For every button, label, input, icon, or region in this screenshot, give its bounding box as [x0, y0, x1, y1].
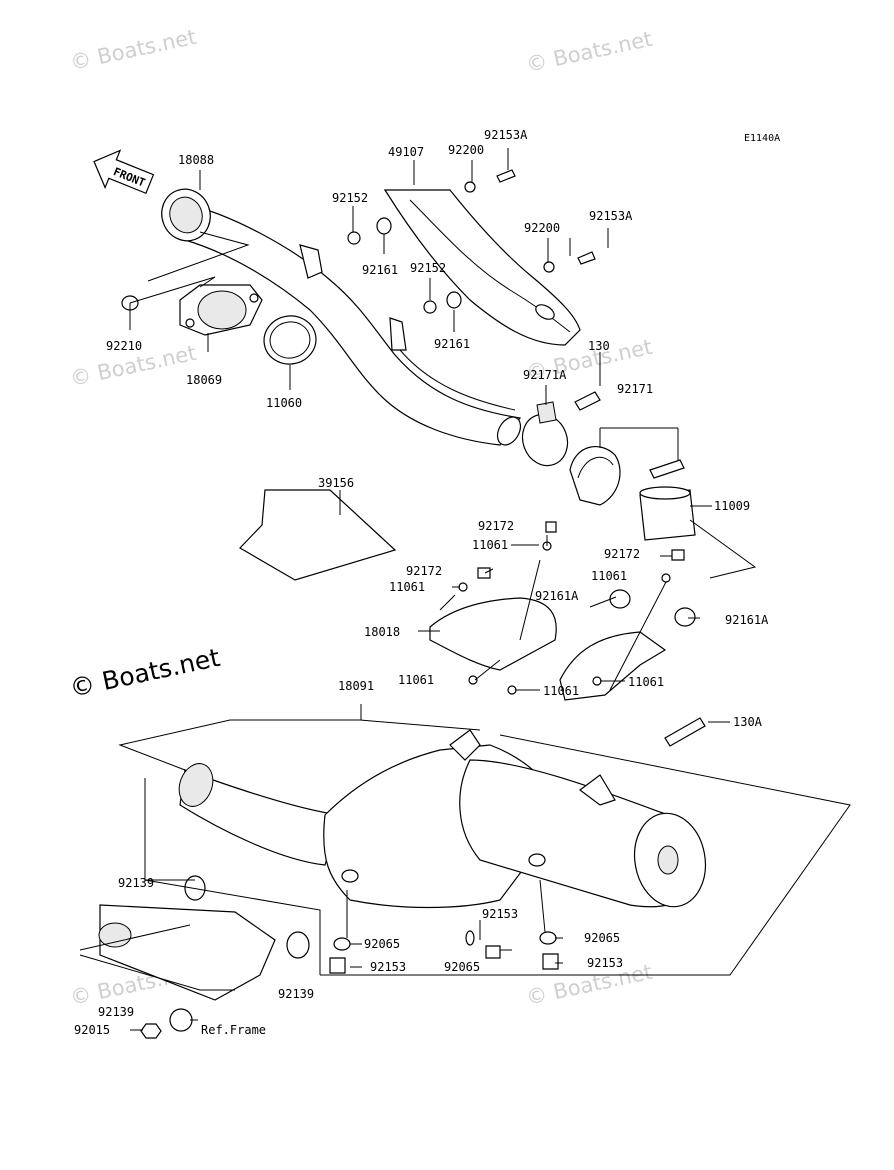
- label-11061: 11061: [543, 684, 579, 698]
- label-92152: 92152: [410, 261, 446, 275]
- clamp-92171A: [521, 401, 569, 467]
- label-11061: 11061: [628, 675, 664, 689]
- heat-cover-18018: [429, 597, 667, 701]
- label-92161: 92161: [434, 337, 470, 351]
- label-11060: 11060: [266, 396, 302, 410]
- label-11061: 11061: [398, 673, 434, 687]
- sheet-39156: [239, 489, 397, 581]
- label-92139: 92139: [98, 1005, 134, 1019]
- bolt-92172: [671, 549, 685, 561]
- grommet-92161: [446, 291, 462, 309]
- label-11061: 11061: [472, 538, 508, 552]
- label-92171A: 92171A: [523, 368, 567, 382]
- gasket-92065: [333, 937, 351, 951]
- gasket-92065: [539, 931, 557, 945]
- watermark: © Boats.net: [524, 27, 654, 77]
- gasket-11009: [639, 486, 696, 541]
- diagram-code: E1140A: [744, 133, 780, 144]
- exhaust-header-pipe: [184, 204, 522, 446]
- bolt-92172: [477, 567, 491, 579]
- damper-92139: [286, 931, 310, 959]
- label-18091: 18091: [338, 679, 374, 693]
- part-labels: 18088 49107 92200 92153A 92152 92161 922…: [74, 128, 769, 1037]
- nut-92015: [140, 1023, 162, 1039]
- washer-11061: [468, 675, 478, 685]
- leader-lines: [79, 148, 851, 1031]
- bolt-130: [574, 391, 601, 411]
- bolt-92171: [649, 459, 685, 479]
- label-18088: 18088: [178, 153, 214, 167]
- bolt-92153A: [577, 251, 596, 265]
- clamp-92171: [569, 446, 621, 506]
- label-92153: 92153: [370, 960, 406, 974]
- plug-92153: [329, 957, 346, 974]
- washer-11061: [458, 582, 468, 592]
- collar-92152: [423, 300, 437, 314]
- label-92139: 92139: [118, 876, 154, 890]
- plug-92153: [542, 953, 559, 970]
- label-92161A: 92161A: [535, 589, 579, 603]
- label-130A: 130A: [733, 715, 763, 729]
- frame-bracket: [98, 904, 276, 1001]
- label-18069: 18069: [186, 373, 222, 387]
- front-arrow-icon: FRONT: [93, 149, 155, 195]
- label-11061: 11061: [591, 569, 627, 583]
- bolt-130A: [664, 717, 706, 747]
- label-39156: 39156: [318, 476, 354, 490]
- label-92172: 92172: [406, 564, 442, 578]
- ref-frame-label: Ref.Frame: [201, 1023, 266, 1037]
- heat-guard-49107: [383, 189, 581, 346]
- washer-92200: [543, 261, 555, 273]
- washer-11061: [592, 676, 602, 686]
- pipe-joint-18088: [161, 188, 211, 242]
- label-92161: 92161: [362, 263, 398, 277]
- label-92015: 92015: [74, 1023, 110, 1037]
- damper-92139: [169, 1008, 193, 1032]
- label-92065: 92065: [444, 960, 480, 974]
- damper-92139: [184, 875, 206, 901]
- label-92153A: 92153A: [484, 128, 528, 142]
- label-92171: 92171: [617, 382, 653, 396]
- label-92172: 92172: [604, 547, 640, 561]
- label-92200: 92200: [524, 221, 560, 235]
- muffler-18091: [178, 729, 707, 909]
- label-92210: 92210: [106, 339, 142, 353]
- label-11061: 11061: [389, 580, 425, 594]
- label-92172: 92172: [478, 519, 514, 533]
- label-92153A: 92153A: [589, 209, 633, 223]
- label-92152: 92152: [332, 191, 368, 205]
- bolt-92172: [545, 521, 557, 533]
- grommet-92161: [376, 217, 392, 235]
- label-11009: 11009: [714, 499, 750, 513]
- washer-11061: [507, 685, 517, 695]
- label-92139: 92139: [278, 987, 314, 1001]
- watermark: © Boats.net: [68, 25, 198, 75]
- label-92161A: 92161A: [725, 613, 769, 627]
- label-92065: 92065: [364, 937, 400, 951]
- grommet-92161A: [674, 607, 696, 627]
- bolt-92153A: [496, 169, 516, 183]
- gasket-11060: [263, 315, 317, 365]
- watermark-large: © Boats.net: [67, 643, 222, 703]
- flange-18069: [179, 284, 263, 336]
- label-49107: 49107: [388, 145, 424, 159]
- gasket-92065: [465, 930, 475, 946]
- label-130: 130: [588, 339, 610, 353]
- label-92153: 92153: [587, 956, 623, 970]
- plug-92153: [485, 945, 501, 959]
- washer-92200: [464, 181, 476, 193]
- washer-11061: [661, 573, 671, 583]
- label-92200: 92200: [448, 143, 484, 157]
- grommet-92161A: [609, 589, 631, 609]
- label-92065: 92065: [584, 931, 620, 945]
- label-92153: 92153: [482, 907, 518, 921]
- collar-92152: [347, 231, 361, 245]
- label-18018: 18018: [364, 625, 400, 639]
